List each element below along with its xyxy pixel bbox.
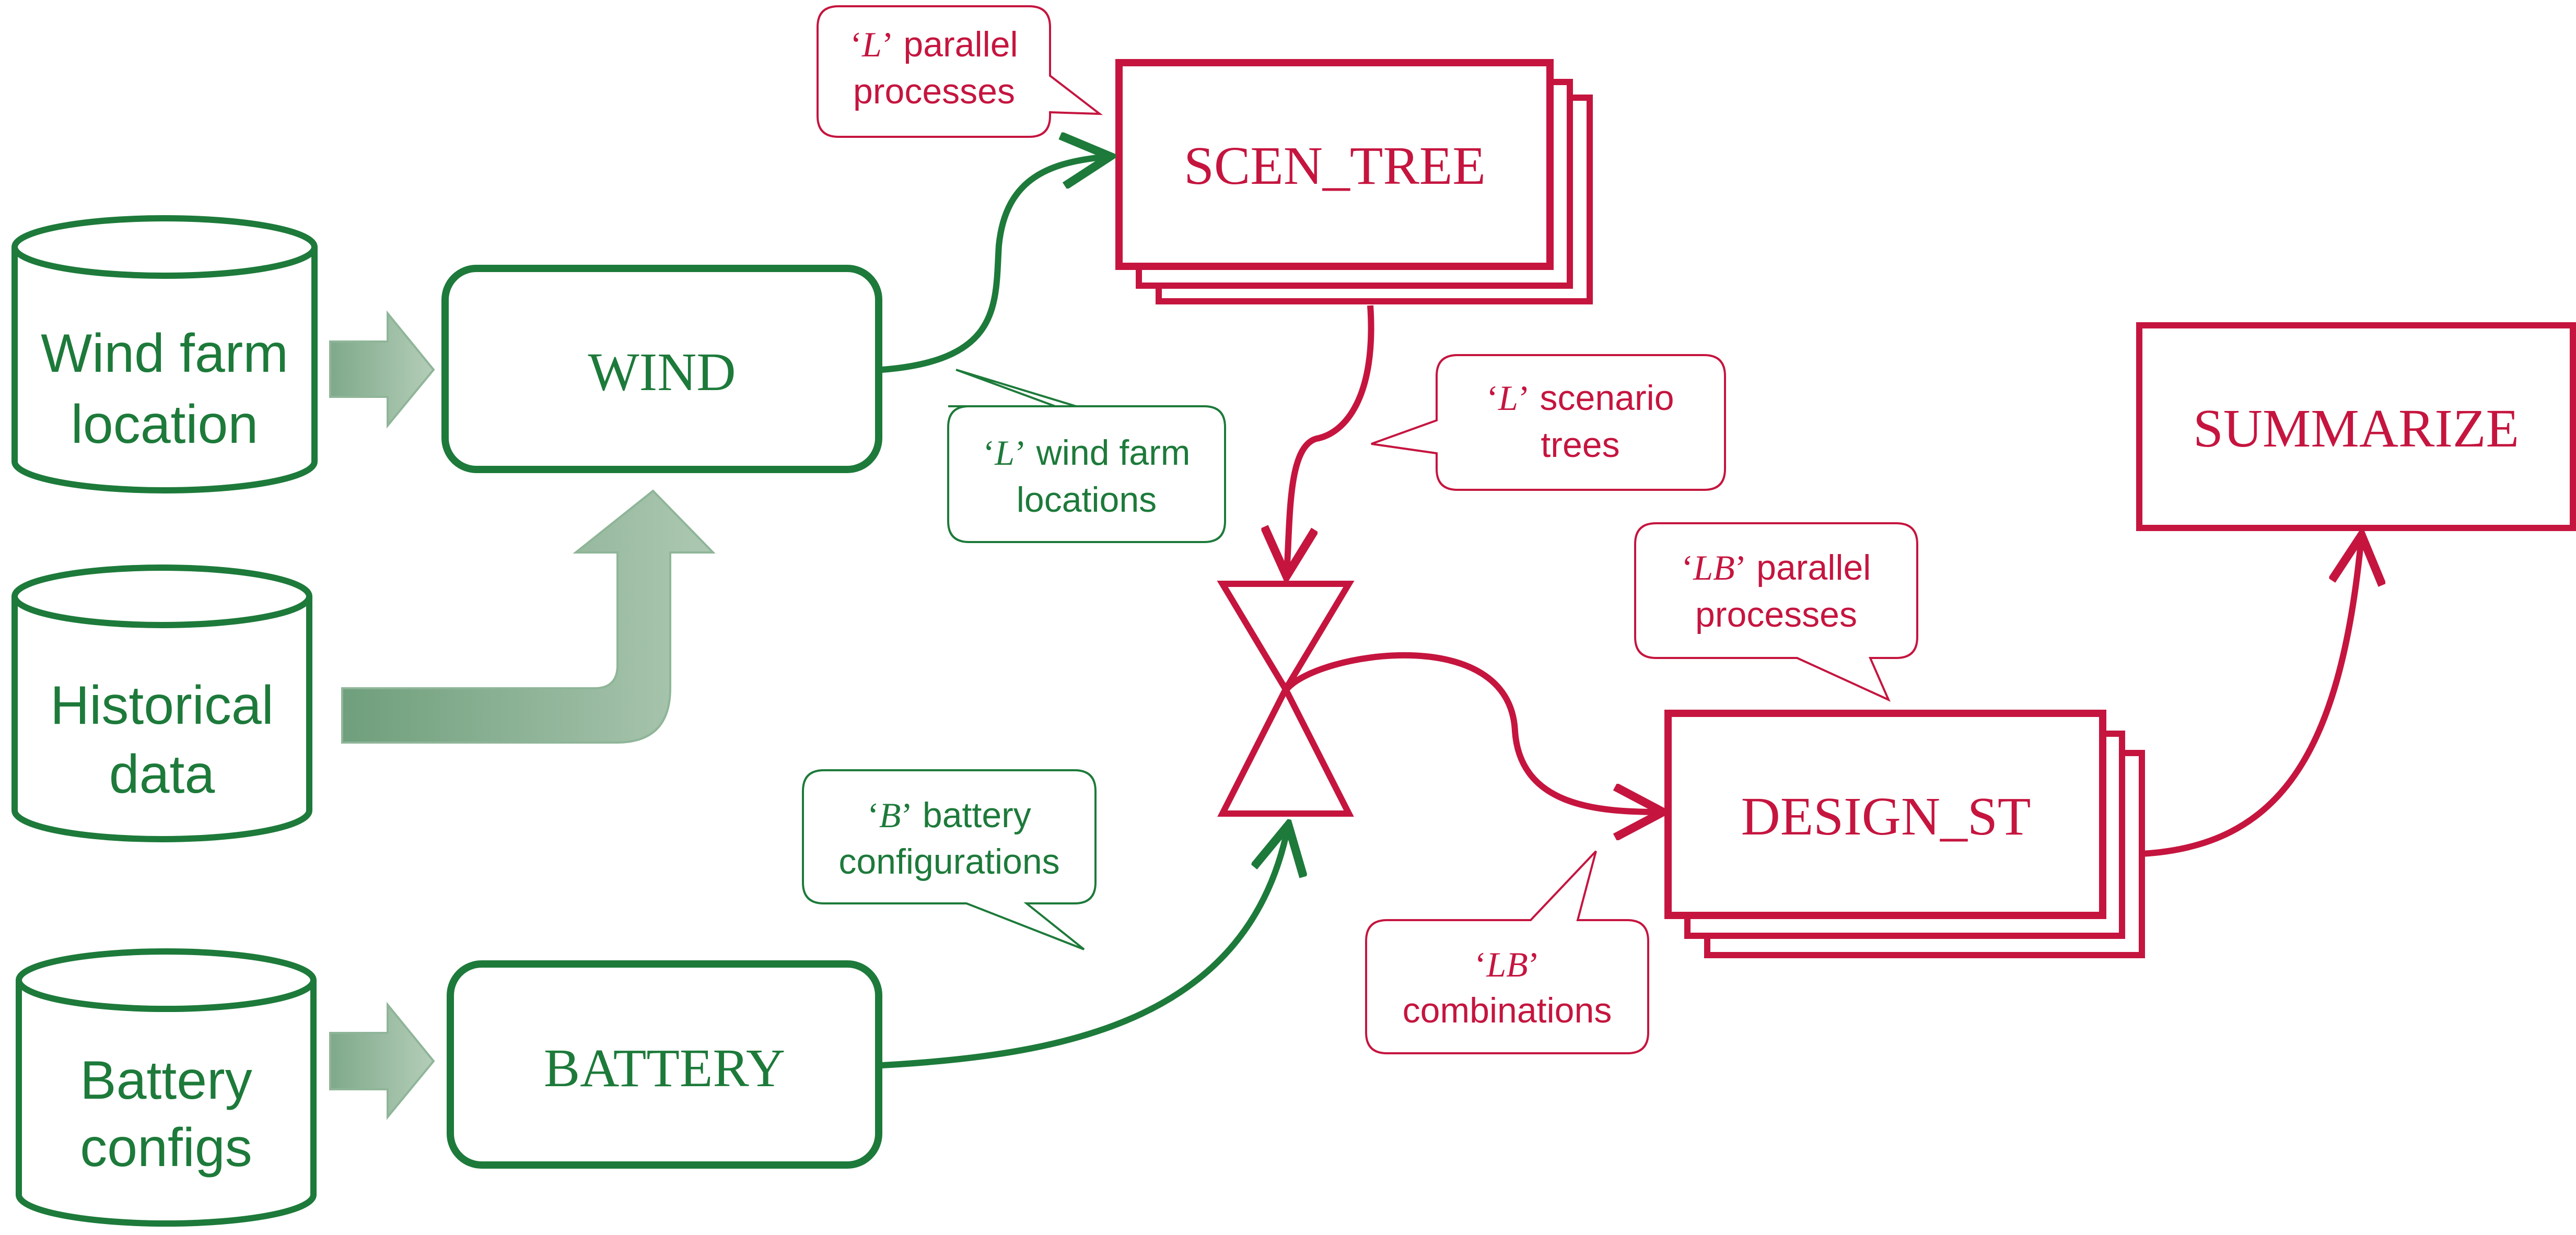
callout-line2: configurations [838,842,1059,881]
callout-wind-locations: ‘L’ wind farm locations [947,369,1226,543]
connector-scen-tree-to-merge [1287,305,1374,573]
process-battery[interactable]: BATTERY [447,960,882,1169]
callout-line2: trees [1541,425,1619,465]
datasource-label-line2: configs [80,1118,252,1178]
callout-line2: processes [1695,595,1857,634]
database-cylinder-icon [16,948,317,1227]
callout-line2: locations [1017,480,1157,520]
database-cylinder-icon [11,564,312,842]
callout-line1: ‘L’ wind farm [983,433,1191,473]
database-cylinder-icon [11,215,318,493]
callout-line1: ‘LB’ parallel [1682,548,1871,587]
process-label: SUMMARIZE [2193,398,2519,458]
callout-line1: ‘L’ parallel [850,25,1018,64]
datasource-battery-configs: Battery configs [16,948,317,1227]
datasource-label-line1: Battery [80,1050,252,1111]
datasource-label-line2: data [109,744,215,805]
block-arrow-right-icon [329,1002,435,1120]
connector-merge-to-design-st [1284,652,1660,812]
connector-design-st-to-summarize [2141,538,2361,857]
process-design-st[interactable]: DESIGN_ST [1664,710,2145,958]
hourglass-merge-icon [1217,581,1355,817]
connector-battery-to-merge [881,828,1288,1068]
datasource-label-line1: Wind farm [41,323,288,384]
process-label: BATTERY [544,1038,785,1098]
process-scen-tree[interactable]: SCEN_TREE [1115,59,1593,304]
callout-battery-configurations: ‘B’ battery configurations [802,769,1097,950]
callout-combinations: ‘LB’ combinations [1365,850,1649,1054]
datasource-label-line1: Historical [50,675,274,736]
callout-scenario-trees: ‘L’ scenario trees [1371,354,1726,491]
callout-line1: ‘L’ scenario [1486,378,1674,418]
callout-line1: ‘LB’ [1475,945,1540,984]
datasource-wind-farm-location: Wind farm location [11,215,318,493]
datasource-historical-data: Historical data [11,564,312,842]
callout-line2: combinations [1403,991,1612,1030]
connector-wind-to-scen-tree [881,157,1108,373]
process-label: WIND [588,342,736,402]
callout-scen-tree-parallel: ‘L’ parallel processes [817,5,1103,138]
process-wind[interactable]: WIND [441,265,882,473]
block-arrow-up-icon [341,489,716,744]
callout-line2: processes [853,72,1015,111]
datasource-label-line2: location [71,394,258,455]
process-label: DESIGN_ST [1741,786,2031,846]
process-summarize[interactable]: SUMMARIZE [2136,322,2576,531]
callout-design-parallel: ‘LB’ parallel processes [1634,522,1918,702]
process-label: SCEN_TREE [1184,136,1486,196]
callout-line1: ‘B’ battery [867,795,1031,835]
block-arrow-right-icon [329,310,435,429]
